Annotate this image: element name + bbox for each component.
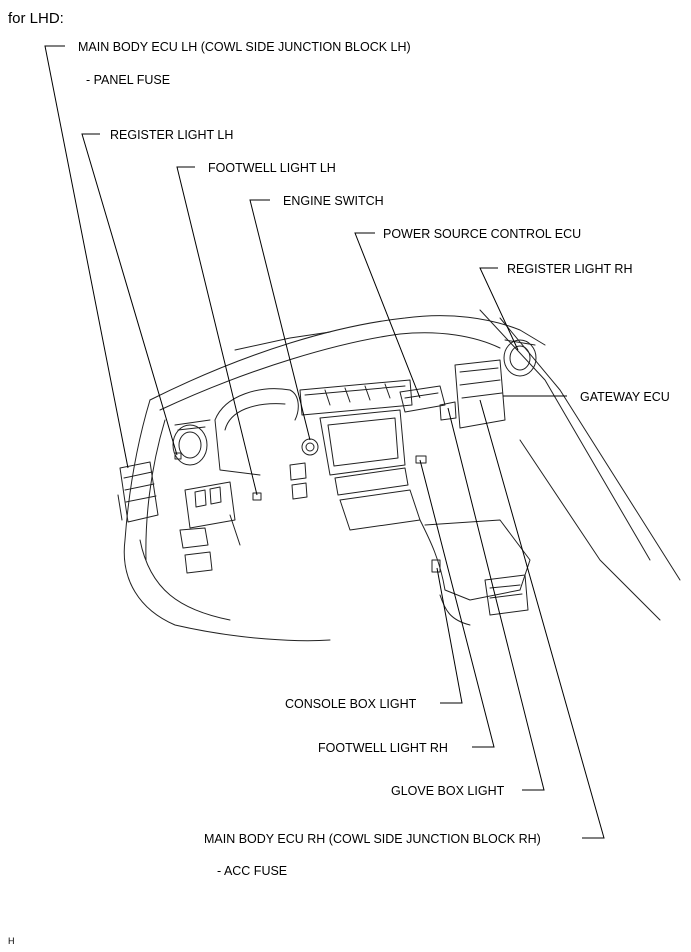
leader-footwell-light-rh bbox=[419, 459, 495, 748]
label-footwell-light-lh: FOOTWELL LIGHT LH bbox=[208, 161, 336, 175]
label-acc-fuse: - ACC FUSE bbox=[217, 864, 288, 878]
leader-glove-box-light bbox=[447, 407, 545, 791]
leader-engine-switch bbox=[249, 199, 311, 441]
label-gateway-ecu: GATEWAY ECU bbox=[580, 390, 670, 404]
label-engine-switch: ENGINE SWITCH bbox=[283, 194, 384, 208]
label-power-source-control-ecu: POWER SOURCE CONTROL ECU bbox=[383, 227, 582, 241]
leader-footwell-light-lh bbox=[176, 166, 258, 496]
label-register-light-rh: REGISTER LIGHT RH bbox=[507, 262, 633, 276]
leader-register-light-rh bbox=[479, 267, 519, 351]
leader-main-body-ecu-lh bbox=[44, 45, 129, 469]
label-main-body-ecu-rh: MAIN BODY ECU RH (COWL SIDE JUNCTION BLO… bbox=[204, 832, 541, 846]
leader-register-light-lh bbox=[81, 133, 178, 456]
leader-console-box-light bbox=[436, 567, 463, 704]
variant-heading: for LHD: bbox=[8, 10, 64, 27]
figure-code: H bbox=[8, 936, 15, 946]
label-console-box-light: CONSOLE BOX LIGHT bbox=[285, 697, 417, 711]
label-glove-box-light: GLOVE BOX LIGHT bbox=[391, 784, 505, 798]
leader-main-body-ecu-rh bbox=[479, 399, 605, 839]
label-panel-fuse: - PANEL FUSE bbox=[86, 73, 171, 87]
leader-power-source-control-ecu bbox=[354, 232, 421, 399]
label-footwell-light-rh: FOOTWELL LIGHT RH bbox=[318, 741, 448, 755]
label-main-body-ecu-lh: MAIN BODY ECU LH (COWL SIDE JUNCTION BLO… bbox=[78, 40, 411, 54]
label-register-light-lh: REGISTER LIGHT LH bbox=[110, 128, 234, 142]
